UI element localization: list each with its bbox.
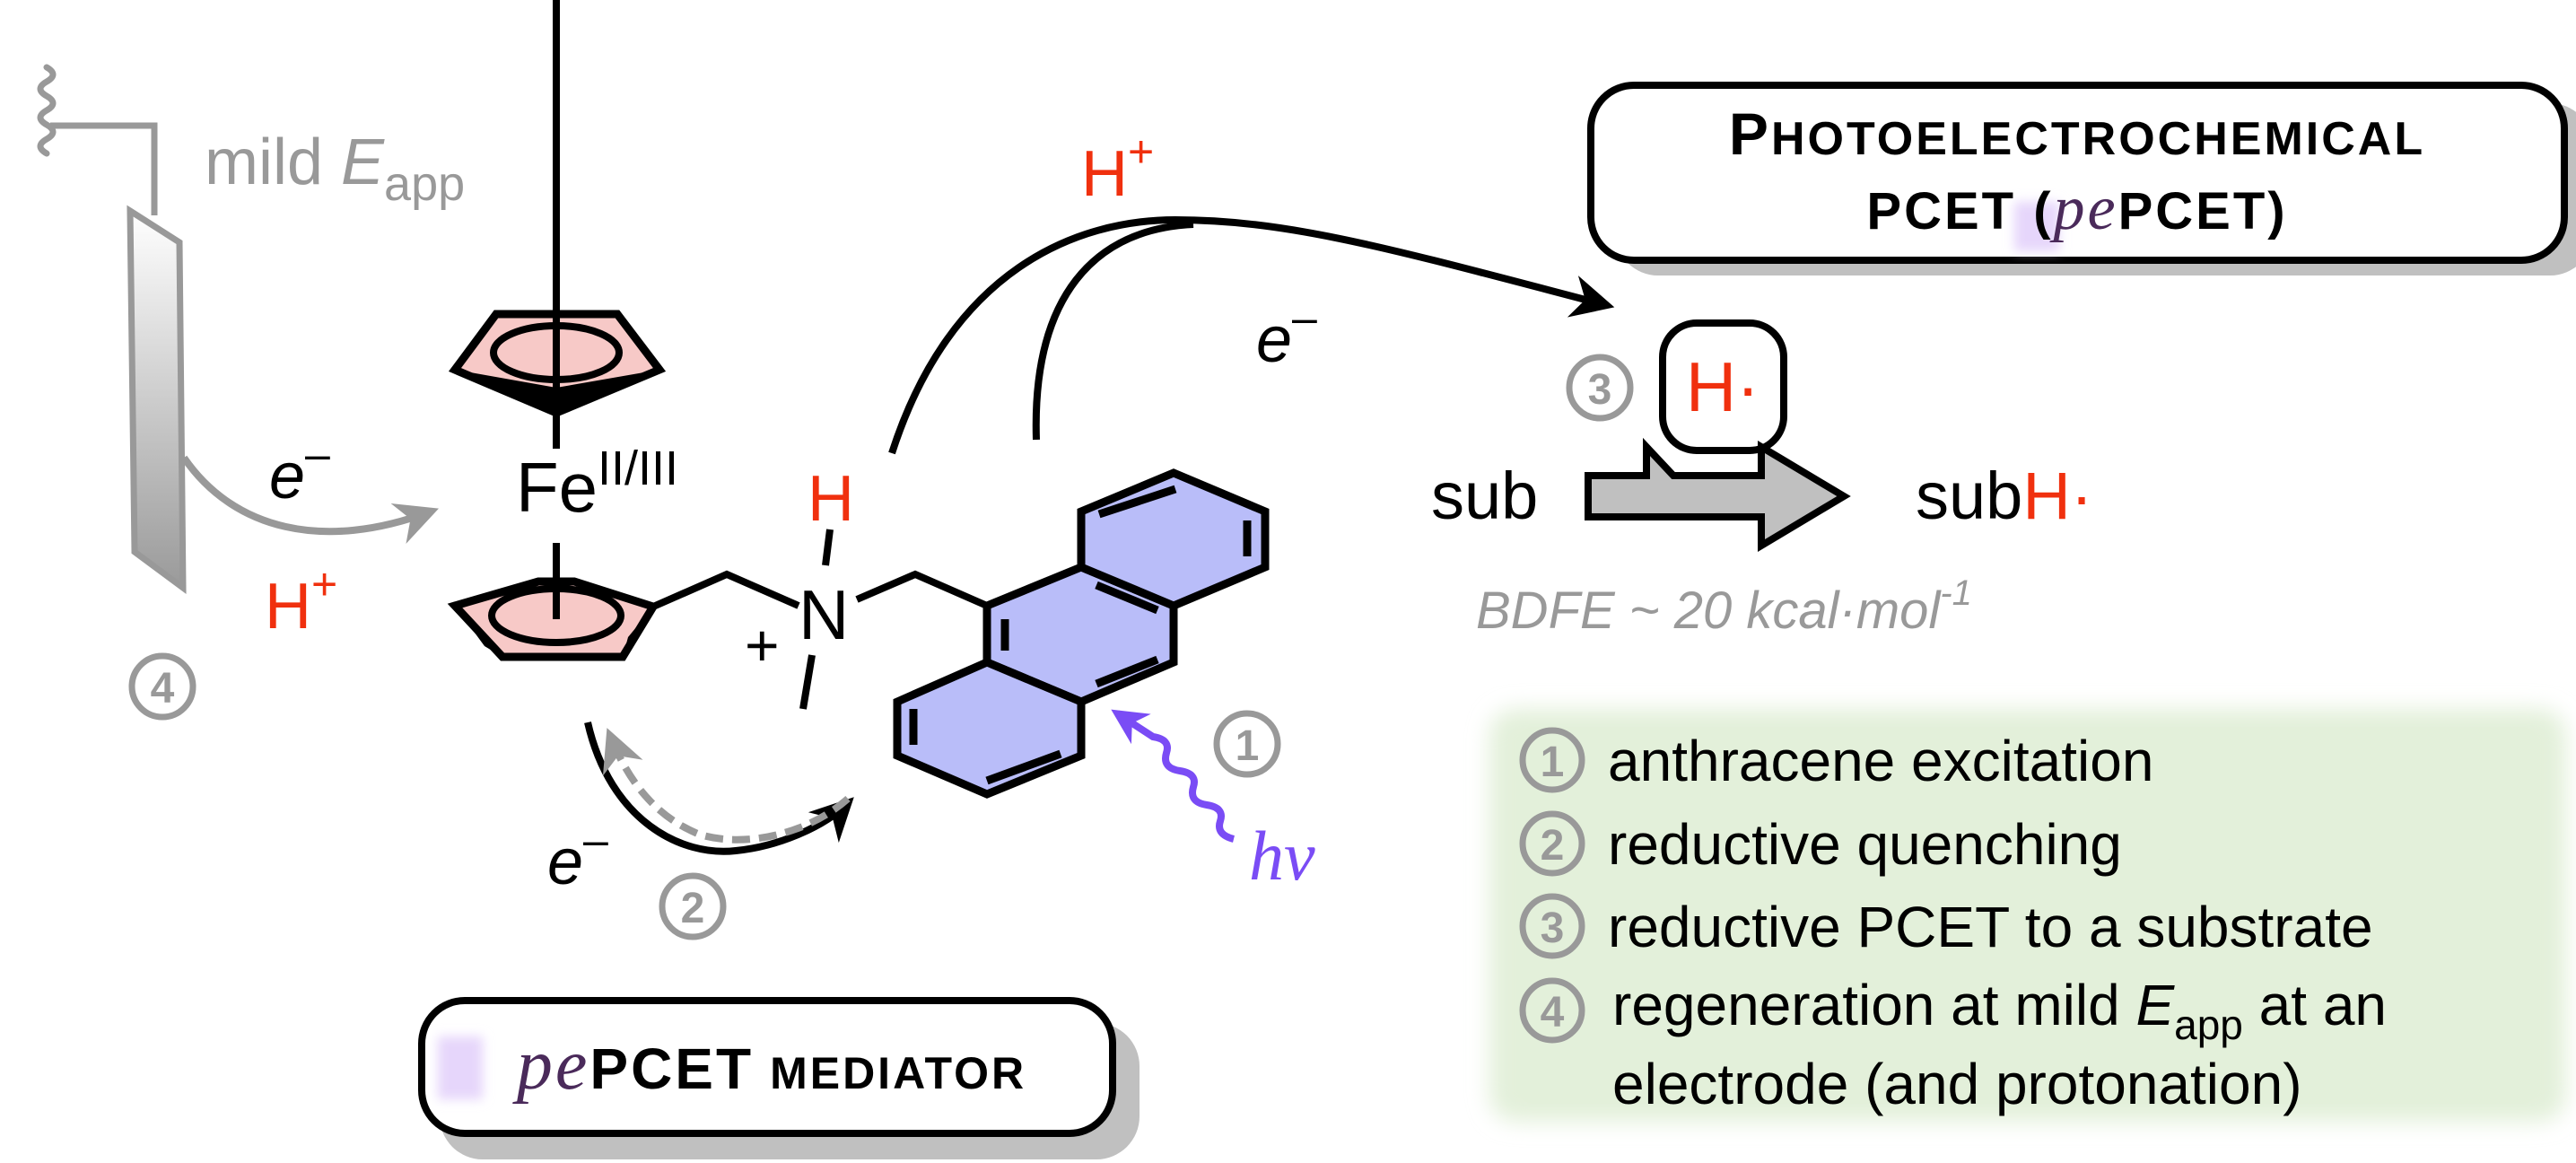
svg-text:4: 4 — [151, 665, 175, 713]
svg-text:reductive quenching: reductive quenching — [1608, 812, 2122, 877]
svg-text:1: 1 — [1236, 722, 1260, 770]
svg-text:2: 2 — [1541, 822, 1565, 870]
svg-text:1: 1 — [1541, 739, 1565, 786]
svg-text:regeneration at mild Eapp at a: regeneration at mild Eapp at an — [1612, 973, 2387, 1048]
transfer-electron-label: e– — [1256, 293, 1317, 376]
nitrogen-atom: N — [799, 575, 849, 654]
electrode-electron-label: e– — [269, 429, 330, 512]
quenching-electron-arrow — [584, 721, 854, 855]
svg-text:anthracene excitation: anthracene excitation — [1608, 729, 2153, 793]
h-atom-box — [1659, 319, 1787, 454]
electrode-plate — [127, 205, 187, 595]
anthracene — [893, 468, 1270, 799]
ferrocene — [447, 0, 800, 661]
legend-item-3: 3 reductive PCET to a substrate — [1519, 893, 2373, 959]
ammonium-charge: + — [745, 612, 780, 678]
h-atom-label: H· — [1686, 347, 1760, 426]
svg-text:2: 2 — [681, 885, 705, 932]
transfer-proton-label: H+ — [1081, 127, 1154, 210]
quenching-back-arrow — [602, 728, 851, 844]
svg-text:electrode (and protonation): electrode (and protonation) — [1612, 1052, 2302, 1116]
svg-text:3: 3 — [1588, 366, 1612, 414]
step-1-badge: 1 — [1213, 710, 1281, 778]
wire-squiggle-icon — [37, 64, 57, 157]
substrate-label: sub — [1431, 459, 1538, 533]
legend-item-4: 4 regeneration at mild Eapp at an electr… — [1519, 973, 2387, 1116]
step-2-badge: 2 — [659, 872, 727, 940]
iron-center-label: FeII/III — [516, 442, 678, 527]
step-4-badge: 4 — [128, 652, 196, 721]
legend-item-1: 1 anthracene excitation — [1519, 727, 2153, 793]
electron-transfer-arrow — [1032, 221, 1194, 441]
electrode-wire — [50, 122, 158, 215]
title-box: PHOTOELECTROCHEMICAL PCET (pePCET) — [1587, 82, 2576, 275]
electrode — [37, 64, 187, 595]
bdfe-label: BDFE ~ 20 kcal·mol-1 — [1476, 573, 1972, 640]
title-line-2: PCET (pePCET) — [1866, 174, 2287, 243]
electrode-potential-label: mild Eapp — [205, 127, 465, 211]
ammonium-hydrogen: H — [808, 463, 854, 535]
svg-text:4: 4 — [1541, 989, 1565, 1036]
step-3-badge: 3 — [1566, 354, 1634, 422]
title-line-1: PHOTOELECTROCHEMICAL — [1729, 101, 2425, 167]
product-label: subH· — [1916, 459, 2092, 533]
legend-item-2: 2 reductive quenching — [1519, 810, 2122, 877]
reaction-arrow — [1585, 437, 1851, 553]
photon-label: hν — [1249, 817, 1315, 895]
svg-text:3: 3 — [1541, 905, 1565, 952]
light-excitation-arrow — [1111, 709, 1236, 843]
legend — [1489, 709, 2566, 1122]
proton-transfer-arrow — [888, 215, 1615, 455]
quenching-electron-label: e– — [547, 815, 608, 898]
svg-text:reductive PCET to a substrate: reductive PCET to a substrate — [1608, 895, 2373, 959]
electrode-to-ferrocene-arrow — [180, 455, 439, 544]
electrode-proton-label: H+ — [265, 559, 337, 643]
